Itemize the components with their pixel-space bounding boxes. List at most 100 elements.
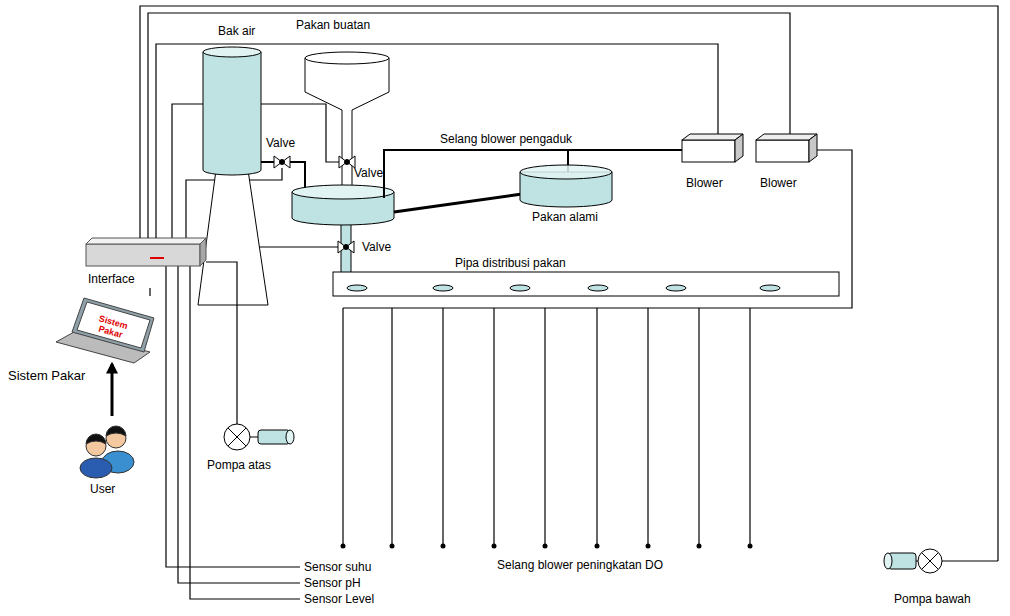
- node-label: Pakan alami: [532, 210, 598, 224]
- signal-wire: [148, 13, 790, 238]
- pump-symbol: [258, 430, 290, 444]
- pump-symbol: [918, 549, 942, 573]
- user-icon: [106, 426, 126, 436]
- pump: Pompa bawah: [882, 546, 998, 610]
- valve-label: Valve: [362, 240, 391, 254]
- feed-pipe: [394, 194, 522, 212]
- signal-wire: [140, 6, 998, 561]
- blower: Blower: [756, 134, 818, 192]
- aeration-hose: [646, 544, 651, 549]
- pump: Pompa atas: [205, 424, 305, 474]
- interface-box: [150, 257, 164, 259]
- pipe-hole: [347, 285, 780, 291]
- natural-feed-tank: [520, 165, 612, 207]
- aeration-hose: [749, 308, 750, 546]
- signal-wire: [178, 266, 300, 583]
- user-icon: [80, 426, 134, 478]
- pump-symbol: [224, 424, 998, 573]
- signal-wire: [156, 44, 718, 238]
- blower-box: [682, 134, 817, 162]
- pump-symbol: [228, 428, 246, 446]
- aeration-hose: [748, 544, 753, 549]
- signal-wire: [149, 288, 150, 296]
- pump-symbol: [250, 437, 258, 438]
- blower-box: [809, 134, 817, 162]
- distribution-pipe: Pipa distribusi pakan: [333, 256, 839, 298]
- water-tank: [203, 47, 261, 57]
- valve-symbol: [338, 241, 354, 253]
- sensor-label: Sensor suhu: [304, 560, 371, 574]
- aeration-hose: [492, 544, 497, 549]
- valve-label: Valve: [354, 166, 383, 180]
- aeration-hose: [595, 544, 600, 549]
- node-label: Bak air: [218, 24, 255, 38]
- signal-wire: [190, 266, 300, 599]
- water-tank: [198, 170, 268, 305]
- aeration-hose: [342, 308, 343, 546]
- pipe-hole: [666, 285, 686, 291]
- water-tank: [203, 52, 261, 175]
- feed-hopper: [305, 58, 389, 190]
- hose-label: Selang blower pengaduk: [440, 132, 572, 146]
- pump-symbol: [942, 560, 998, 561]
- interface-box: [200, 238, 206, 266]
- water-tank: Bak air: [200, 22, 264, 58]
- arrow-connector: [111, 364, 114, 416]
- node-label: Pompa atas: [207, 458, 271, 472]
- signal-wire: [206, 262, 237, 424]
- valve-label: Valve: [266, 136, 295, 150]
- water-tank: [198, 47, 268, 305]
- aeration-hose: [698, 308, 699, 546]
- aeration-hose: [596, 308, 597, 546]
- pump-symbol: [228, 428, 246, 446]
- pipe-hole: [510, 285, 530, 291]
- node-label: Sistem Pakar: [88, 311, 136, 342]
- sensor-label: Sensor pH: [304, 576, 361, 590]
- aeration-hose: [441, 544, 446, 549]
- laptop-icon: [72, 298, 154, 352]
- blower-box: [735, 134, 743, 162]
- interface-box: [86, 238, 206, 266]
- laptop-icon: [56, 298, 154, 363]
- aeration-hose: [442, 308, 443, 546]
- pipe-hole: [433, 285, 453, 291]
- blower-box: [756, 140, 809, 162]
- laptop-icon: [77, 302, 150, 348]
- system-label: Sistem Pakar: [8, 368, 85, 383]
- node-label: Blower: [686, 176, 723, 190]
- distribution-pipe: [333, 272, 839, 296]
- aeration-hose: [390, 544, 395, 549]
- natural-feed-tank: Pakan alami: [518, 164, 616, 228]
- laptop: Sistem Pakar: [56, 296, 164, 364]
- blower-box: [756, 134, 817, 140]
- blower-box: [682, 140, 735, 162]
- valve-symbol: [344, 245, 349, 250]
- aeration-hose: [543, 544, 548, 549]
- pipe-hole: [760, 285, 780, 291]
- interface-box: Interface: [84, 238, 206, 288]
- feed-hopper: [305, 52, 389, 64]
- signal-wire: [166, 104, 339, 599]
- mixer-tank: [292, 185, 394, 199]
- blower: Blower: [682, 134, 744, 192]
- node-label: Pipa distribusi pakan: [455, 256, 566, 270]
- pump-symbol: [224, 424, 250, 450]
- valve-symbol: [274, 156, 355, 253]
- mixer-tank: [292, 185, 394, 274]
- valve-symbol: [280, 160, 285, 165]
- feed-pipe: [394, 194, 522, 212]
- node-label: Pompa bawah: [894, 592, 971, 606]
- natural-feed-tank: [520, 165, 612, 179]
- distribution-pipe: [333, 272, 839, 296]
- interface-box: [86, 238, 206, 244]
- node-label: Pakan buatan: [296, 18, 370, 32]
- aeration-hose: [341, 544, 346, 549]
- aeration-hose: [544, 308, 545, 546]
- signal-wire: [166, 266, 300, 567]
- blower-box: [682, 134, 743, 140]
- pipe-hole: [588, 285, 608, 291]
- user-icon: User: [72, 416, 152, 500]
- valve-symbol: [345, 160, 350, 165]
